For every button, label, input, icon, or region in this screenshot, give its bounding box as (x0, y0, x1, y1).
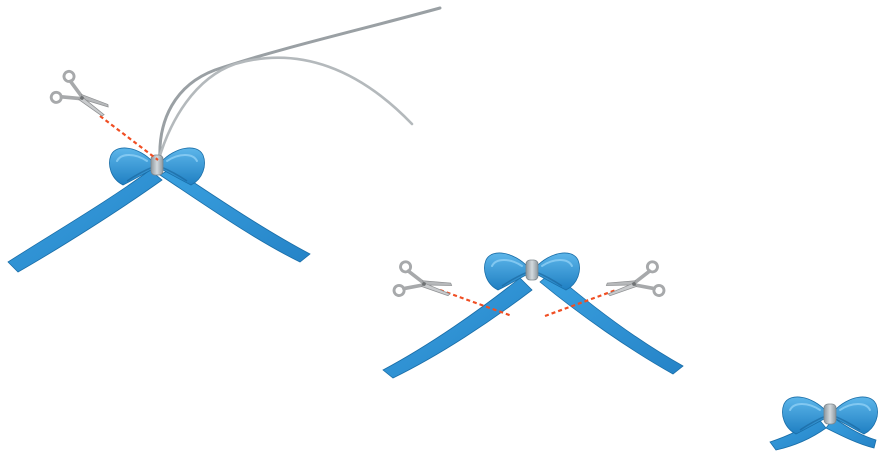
step-2-scissors-right-icon (603, 261, 664, 306)
step-1-scissors-icon (49, 69, 114, 126)
step-3-group (770, 397, 878, 450)
step-2-scissors-left-icon (393, 261, 454, 306)
step-2-group (383, 253, 683, 378)
step-1-ribbon-tails (8, 168, 310, 272)
step-1-group (8, 8, 440, 272)
step-1-wire-icon (158, 8, 440, 162)
step-2-ribbon-bow-icon (485, 253, 580, 290)
